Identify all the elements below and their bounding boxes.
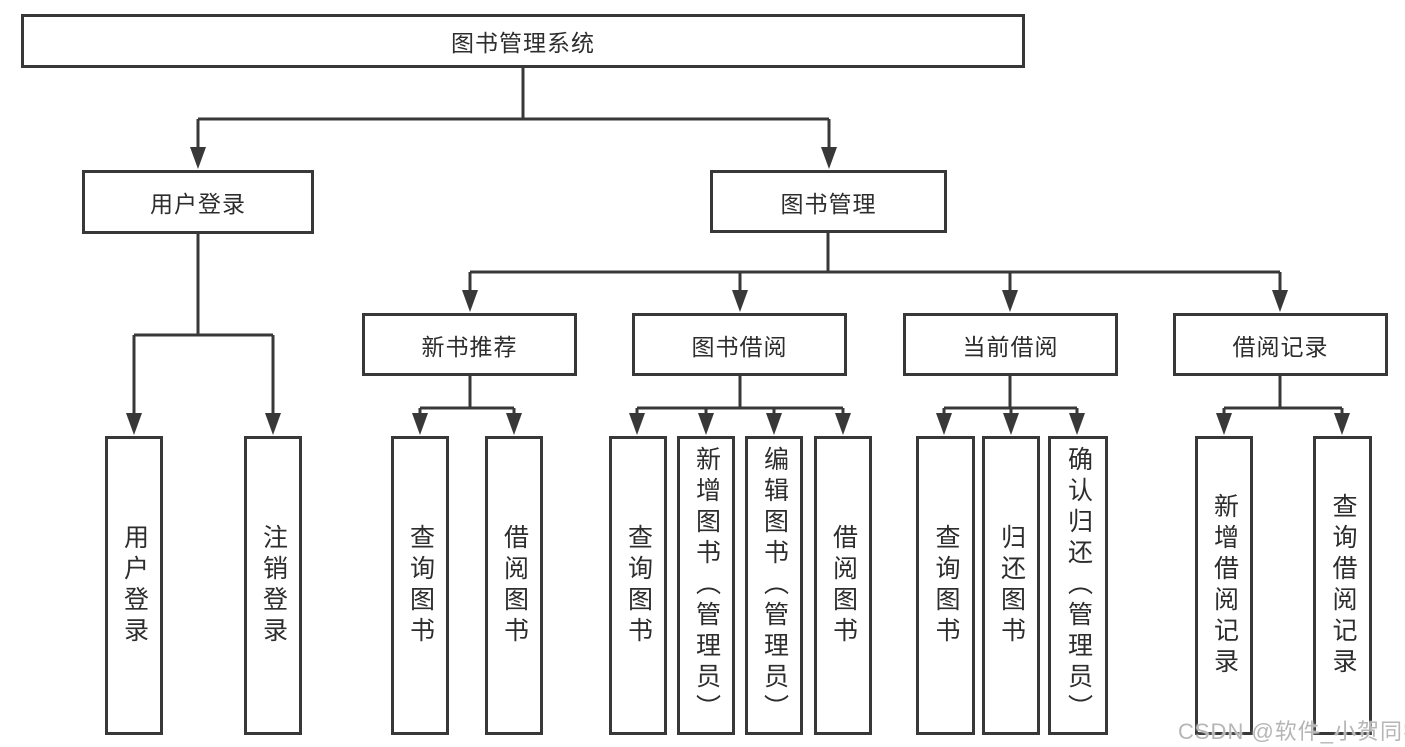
leaf-borrow-query-label: 查询图书	[624, 523, 653, 648]
leaf-newbook-borrow: 借阅图书	[485, 436, 543, 735]
connector-stems	[132, 68, 1344, 417]
arrowhead-borrow-record	[1272, 290, 1288, 312]
arrowhead-bb-borrow	[835, 413, 851, 435]
leaf-newbook-query: 查询图书	[391, 436, 449, 735]
node-current-borrow: 当前借阅	[903, 313, 1118, 376]
arrowhead-v-logout	[265, 413, 281, 435]
connector-borrow-record-branch	[1222, 376, 1344, 417]
arrowhead-bb-add	[698, 413, 714, 435]
connector-new-book-branch	[418, 376, 516, 417]
leaf-user-login: 用户登录	[105, 436, 163, 735]
connector-user-login-branch	[132, 234, 275, 417]
leaf-record-query: 查询借阅记录	[1313, 436, 1372, 735]
connector-root-trunk	[196, 68, 831, 151]
leaf-current-query-label: 查询图书	[932, 523, 960, 648]
watermark-text: CSDN @软件_小贺同学	[1178, 719, 1405, 744]
node-user-login: 用户登录	[82, 170, 314, 234]
node-book-borrow-label: 图书借阅	[691, 333, 788, 360]
arrowhead-v-user-login	[126, 413, 142, 435]
leaf-record-query-label: 查询借阅记录	[1329, 492, 1357, 679]
node-root-label: 图书管理系统	[451, 30, 595, 56]
node-book-mgmt-label: 图书管理	[780, 190, 877, 217]
arrowhead-cb-confirm	[1069, 413, 1085, 435]
leaf-borrow-add-label: 新增图书（管理员）	[692, 446, 721, 725]
arrowhead-nb-query	[412, 413, 428, 435]
node-current-borrow-label: 当前借阅	[962, 333, 1059, 360]
leaf-user-login-label: 用户登录	[120, 523, 149, 648]
connector-current-borrow-branch	[942, 376, 1079, 417]
node-root: 图书管理系统	[21, 14, 1025, 68]
node-book-borrow: 图书借阅	[632, 313, 847, 376]
leaf-current-return: 归还图书	[982, 436, 1040, 735]
leaf-current-return-label: 归还图书	[997, 523, 1026, 648]
leaf-current-query: 查询图书	[916, 436, 975, 735]
node-borrow-record-label: 借阅记录	[1232, 333, 1329, 360]
leaf-borrow-borrow: 借阅图书	[814, 436, 872, 735]
arrowhead-book-mgmt	[821, 147, 837, 169]
leaf-newbook-borrow-label: 借阅图书	[500, 523, 529, 648]
leaf-borrow-borrow-label: 借阅图书	[829, 523, 858, 648]
arrowhead-cb-query	[936, 413, 952, 435]
leaf-borrow-edit: 编辑图书（管理员）	[745, 436, 803, 735]
leaf-logout: 注销登录	[244, 436, 302, 735]
arrowhead-br-add	[1216, 413, 1232, 435]
arrowhead-br-query	[1334, 413, 1350, 435]
arrowhead-book-borrow	[732, 290, 748, 312]
leaf-current-confirm: 确认归还（管理员）	[1048, 436, 1108, 735]
node-borrow-record: 借阅记录	[1173, 313, 1388, 376]
arrowhead-bb-query	[629, 413, 645, 435]
node-user-login-label: 用户登录	[150, 191, 246, 217]
connector-book-borrow-branch	[635, 376, 845, 417]
leaf-record-add-label: 新增借阅记录	[1210, 492, 1239, 679]
node-new-book-label: 新书推荐	[421, 333, 518, 360]
leaf-current-confirm-label: 确认归还（管理员）	[1064, 446, 1093, 725]
arrowhead-user-login	[190, 147, 206, 169]
arrowheads	[126, 147, 1350, 435]
arrowhead-new-book	[462, 290, 478, 312]
leaf-borrow-edit-label: 编辑图书（管理员）	[760, 446, 789, 725]
connector-book-mgmt-branch	[468, 233, 1282, 294]
node-book-mgmt: 图书管理	[710, 170, 947, 233]
arrowhead-cb-return	[1003, 413, 1019, 435]
arrowhead-current-borrow	[1002, 290, 1018, 312]
leaf-newbook-query-label: 查询图书	[406, 523, 435, 648]
leaf-logout-label: 注销登录	[259, 523, 288, 648]
node-new-book: 新书推荐	[362, 313, 577, 376]
leaf-record-add: 新增借阅记录	[1195, 436, 1253, 735]
arrowhead-nb-borrow	[506, 413, 522, 435]
leaf-borrow-add: 新增图书（管理员）	[677, 436, 735, 735]
leaf-borrow-query: 查询图书	[609, 436, 667, 735]
arrowhead-bb-edit	[766, 413, 782, 435]
